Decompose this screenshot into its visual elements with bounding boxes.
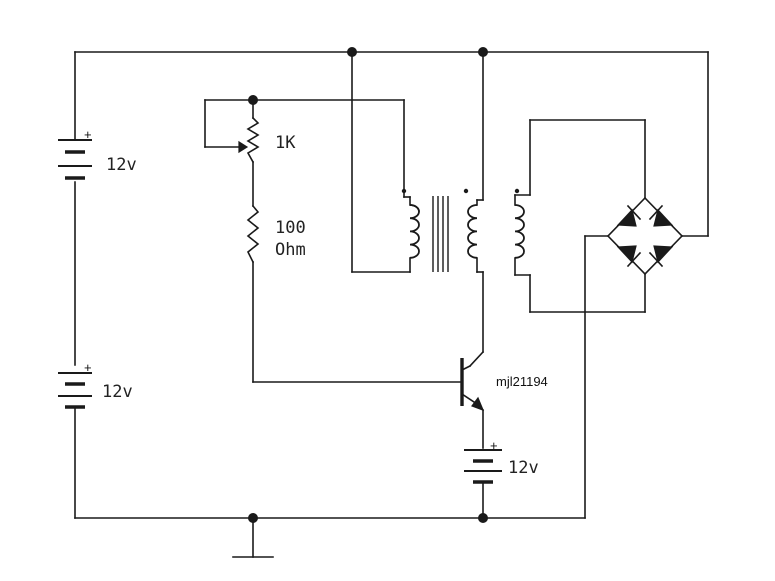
battery-top: + xyxy=(58,127,92,180)
resistor-label-unit: Ohm xyxy=(275,240,306,260)
junction-nodes xyxy=(248,47,488,523)
battery-bottom-label: 12v xyxy=(102,382,133,402)
resistor-100-ohm xyxy=(246,204,260,264)
potentiometer-label: 1K xyxy=(275,133,296,153)
svg-text:+: + xyxy=(84,127,92,142)
battery-top-label: 12v xyxy=(106,155,137,175)
battery-emitter-label: 12v xyxy=(508,458,539,478)
svg-text:+: + xyxy=(84,360,92,375)
battery-emitter: + xyxy=(464,438,502,484)
bridge-rectifier xyxy=(606,196,684,276)
potentiometer-1k xyxy=(238,116,260,164)
transistor xyxy=(460,358,485,412)
svg-text:+: + xyxy=(490,438,498,453)
transistor-label: mjl21194 xyxy=(496,374,548,389)
transformer xyxy=(401,188,525,272)
resistor-label-value: 100 xyxy=(275,218,306,238)
wires xyxy=(74,51,709,558)
battery-bottom: + xyxy=(58,360,92,409)
